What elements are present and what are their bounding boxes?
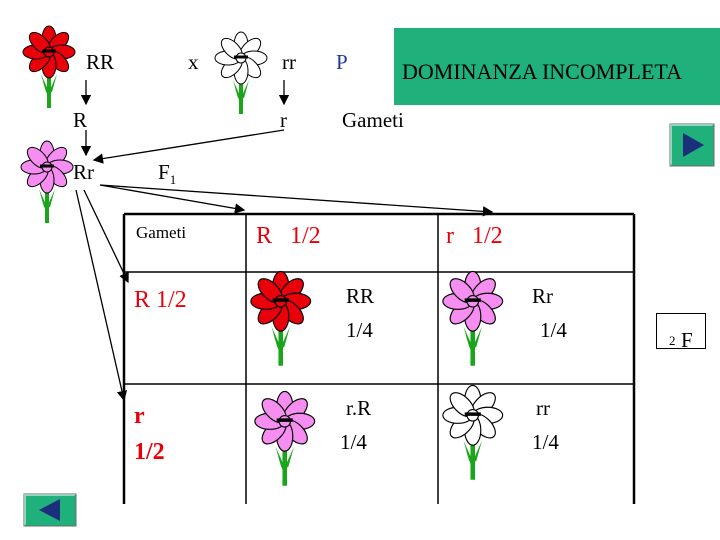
- cell-rr-genotype: RR: [346, 284, 375, 308]
- white-flower-icon: [444, 390, 500, 474]
- parent-red-genotype: RR: [86, 50, 115, 74]
- title-banner: [394, 28, 720, 105]
- col-header-dominant: R 1/2: [256, 223, 321, 249]
- page-title: DOMINANZA INCOMPLETA: [402, 59, 682, 84]
- gamete-recessive: r: [280, 108, 287, 132]
- f1-genotype: Rr: [73, 160, 94, 184]
- cell-rr-rec-fraction: 1/4: [532, 430, 559, 454]
- cell-rr-fraction: 1/4: [346, 318, 373, 342]
- generation-p-label: P: [336, 50, 348, 74]
- col-header-recessive: r 1/2: [446, 223, 503, 249]
- parent-white-genotype: rr: [282, 50, 296, 74]
- play-left-icon: [39, 499, 60, 521]
- previous-slide-button[interactable]: [23, 493, 77, 538]
- cell-rR-fraction: 1/4: [340, 430, 367, 454]
- row-header-recessive-allele: r: [134, 403, 145, 429]
- row-header-recessive-fraction: 1/2: [134, 439, 165, 465]
- cross-symbol: x: [188, 50, 199, 74]
- gametes-label: Gameti: [342, 108, 404, 132]
- pink-flower-icon: [256, 396, 312, 480]
- red-flower-icon: [252, 276, 308, 360]
- f1-generation-label: F1: [158, 160, 177, 188]
- cell-rr-het-genotype: Rr: [532, 284, 553, 308]
- gamete-dominant: R: [73, 108, 88, 132]
- punnett-corner-label: Gameti: [136, 223, 187, 242]
- pink-flower-icon: [444, 276, 500, 360]
- next-slide-button[interactable]: [669, 123, 715, 168]
- cell-rR-genotype: r.R: [346, 396, 372, 420]
- row-header-dominant: R 1/2: [134, 287, 187, 313]
- cell-rr-rec-genotype: rr: [536, 396, 550, 420]
- cell-rr-het-fraction: 1/4: [540, 318, 567, 342]
- play-right-icon: [683, 133, 704, 157]
